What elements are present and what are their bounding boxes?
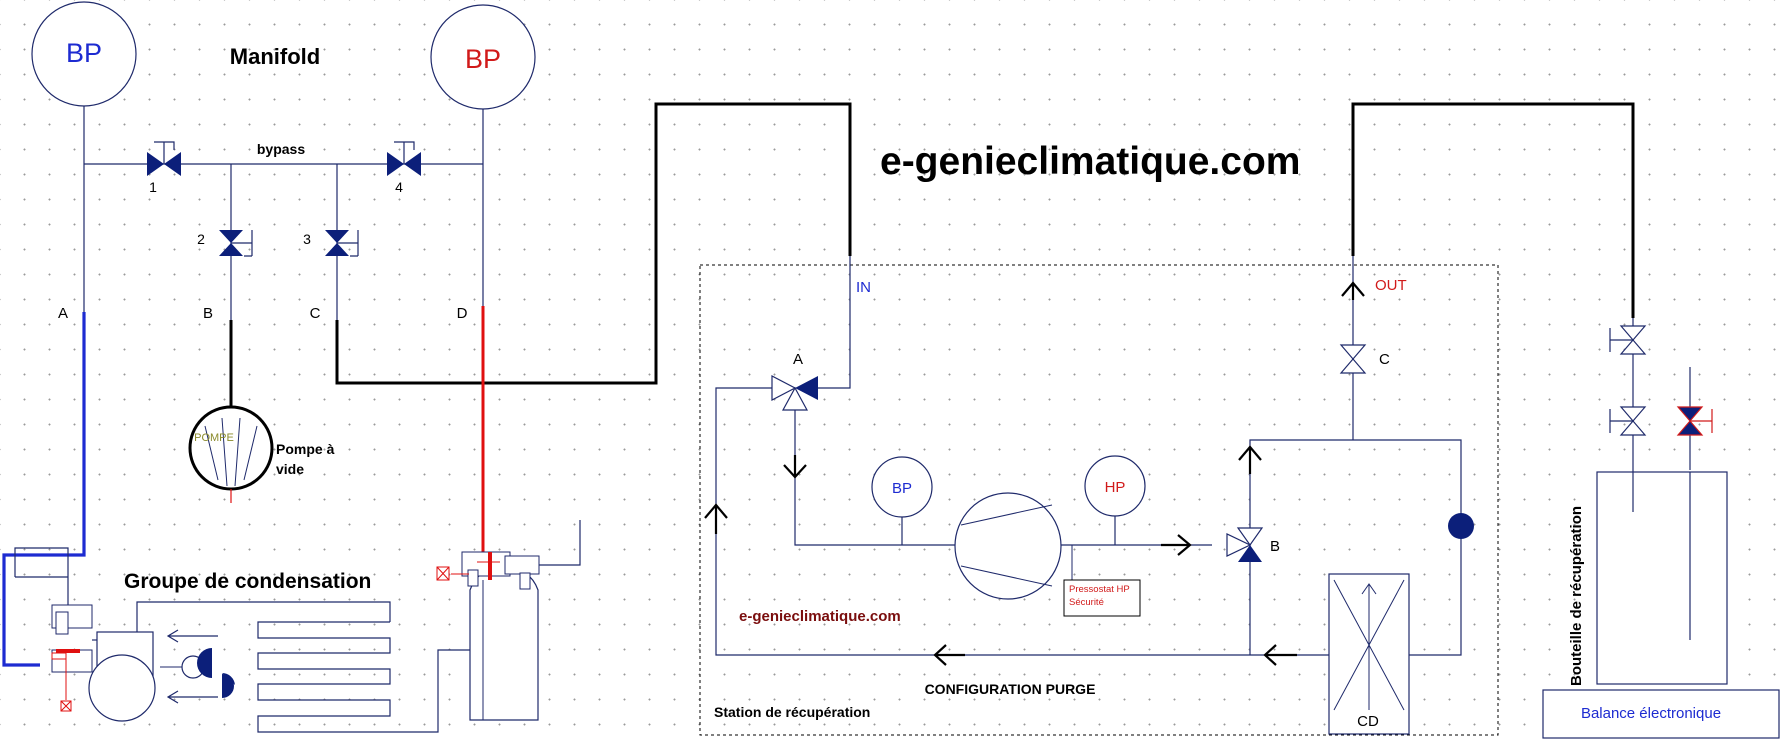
port-label-a: A xyxy=(58,305,68,322)
hose-blue xyxy=(2,312,86,667)
station-title: Station de récupération xyxy=(714,704,870,720)
station-gauge-bp xyxy=(871,456,933,518)
scale-label: Balance électronique xyxy=(1581,705,1721,722)
station-compressor xyxy=(954,492,1062,600)
valve-label: 1 xyxy=(149,179,157,195)
station-in-label: IN xyxy=(856,279,871,296)
pump-label: Pompe à xyxy=(276,441,335,457)
flow-arrow xyxy=(704,503,728,534)
condensing-unit xyxy=(14,547,480,733)
recovery-station: IN OUT Station de récupération CONFIGURA… xyxy=(699,256,1499,736)
port-label-d: D xyxy=(457,305,468,322)
vacuum-pump: POMPE xyxy=(188,405,274,503)
sight-glass xyxy=(1448,513,1474,539)
valve-label: 4 xyxy=(395,179,403,195)
bottle-valve-red[interactable] xyxy=(1676,367,1713,470)
station-gauge-hp-label: HP xyxy=(1105,479,1126,496)
recovery-bottle: Bouteille de récupération xyxy=(1568,318,1728,686)
station-valve-a[interactable] xyxy=(771,375,840,411)
manifold-valve-1[interactable] xyxy=(147,141,181,176)
refrigerant-cylinder xyxy=(436,520,581,721)
station-out-label: OUT xyxy=(1375,277,1407,294)
port-label-b: B xyxy=(203,305,213,322)
flow-arrow xyxy=(1341,281,1365,300)
station-valve-c[interactable] xyxy=(1340,344,1366,374)
flow-arrow xyxy=(933,644,965,666)
station-condenser xyxy=(1328,573,1410,735)
pump-inner-label: POMPE xyxy=(194,432,234,444)
station-valve-a-label: A xyxy=(793,351,803,368)
flow-arrow xyxy=(783,455,807,479)
manifold-valve-2[interactable] xyxy=(219,230,253,257)
station-valve-c-label: C xyxy=(1379,351,1390,368)
port-label-c: C xyxy=(310,305,321,322)
bottle-valve[interactable] xyxy=(1609,325,1646,355)
hose-black xyxy=(335,102,852,385)
electronic-scale: Balance électronique xyxy=(1542,689,1780,739)
condensing-unit-title: Groupe de condensation xyxy=(124,570,371,593)
station-border xyxy=(699,264,1499,736)
bottle-label: Bouteille de récupération xyxy=(1568,506,1585,686)
bottle-valve[interactable] xyxy=(1609,406,1646,436)
station-valve-b-label: B xyxy=(1270,538,1280,555)
pump-label: vide xyxy=(276,461,304,477)
pressostat-label: Pressostat HP xyxy=(1069,584,1130,595)
manifold: BP BP Manifold bypass 1 4 2 xyxy=(31,1,536,322)
flow-arrow xyxy=(1238,445,1262,474)
watermark-main: e-genieclimatique.com xyxy=(880,140,1300,183)
manifold-gauge-right-label: BP xyxy=(465,44,501,74)
manifold-valve-4[interactable] xyxy=(387,141,421,176)
station-gauge-hp xyxy=(1084,455,1146,517)
station-gauge-bp-label: BP xyxy=(892,480,912,497)
bypass-label: bypass xyxy=(257,141,305,157)
station-condenser-label: CD xyxy=(1357,713,1379,730)
manifold-title: Manifold xyxy=(230,44,320,69)
station-config: CONFIGURATION PURGE xyxy=(925,681,1096,697)
valve-label: 2 xyxy=(197,231,205,247)
valve-label: 3 xyxy=(303,231,311,247)
pressostat xyxy=(1063,579,1141,617)
pressostat-label: Sécurité xyxy=(1069,597,1104,608)
station-valve-b[interactable] xyxy=(1226,527,1264,562)
hose-black xyxy=(1351,102,1635,318)
flow-arrow xyxy=(1263,644,1297,666)
manifold-gauge-left-label: BP xyxy=(66,38,102,68)
manifold-valve-3[interactable] xyxy=(325,230,359,257)
watermark-small: e-genieclimatique.com xyxy=(739,608,901,625)
flow-arrow xyxy=(1161,534,1192,556)
